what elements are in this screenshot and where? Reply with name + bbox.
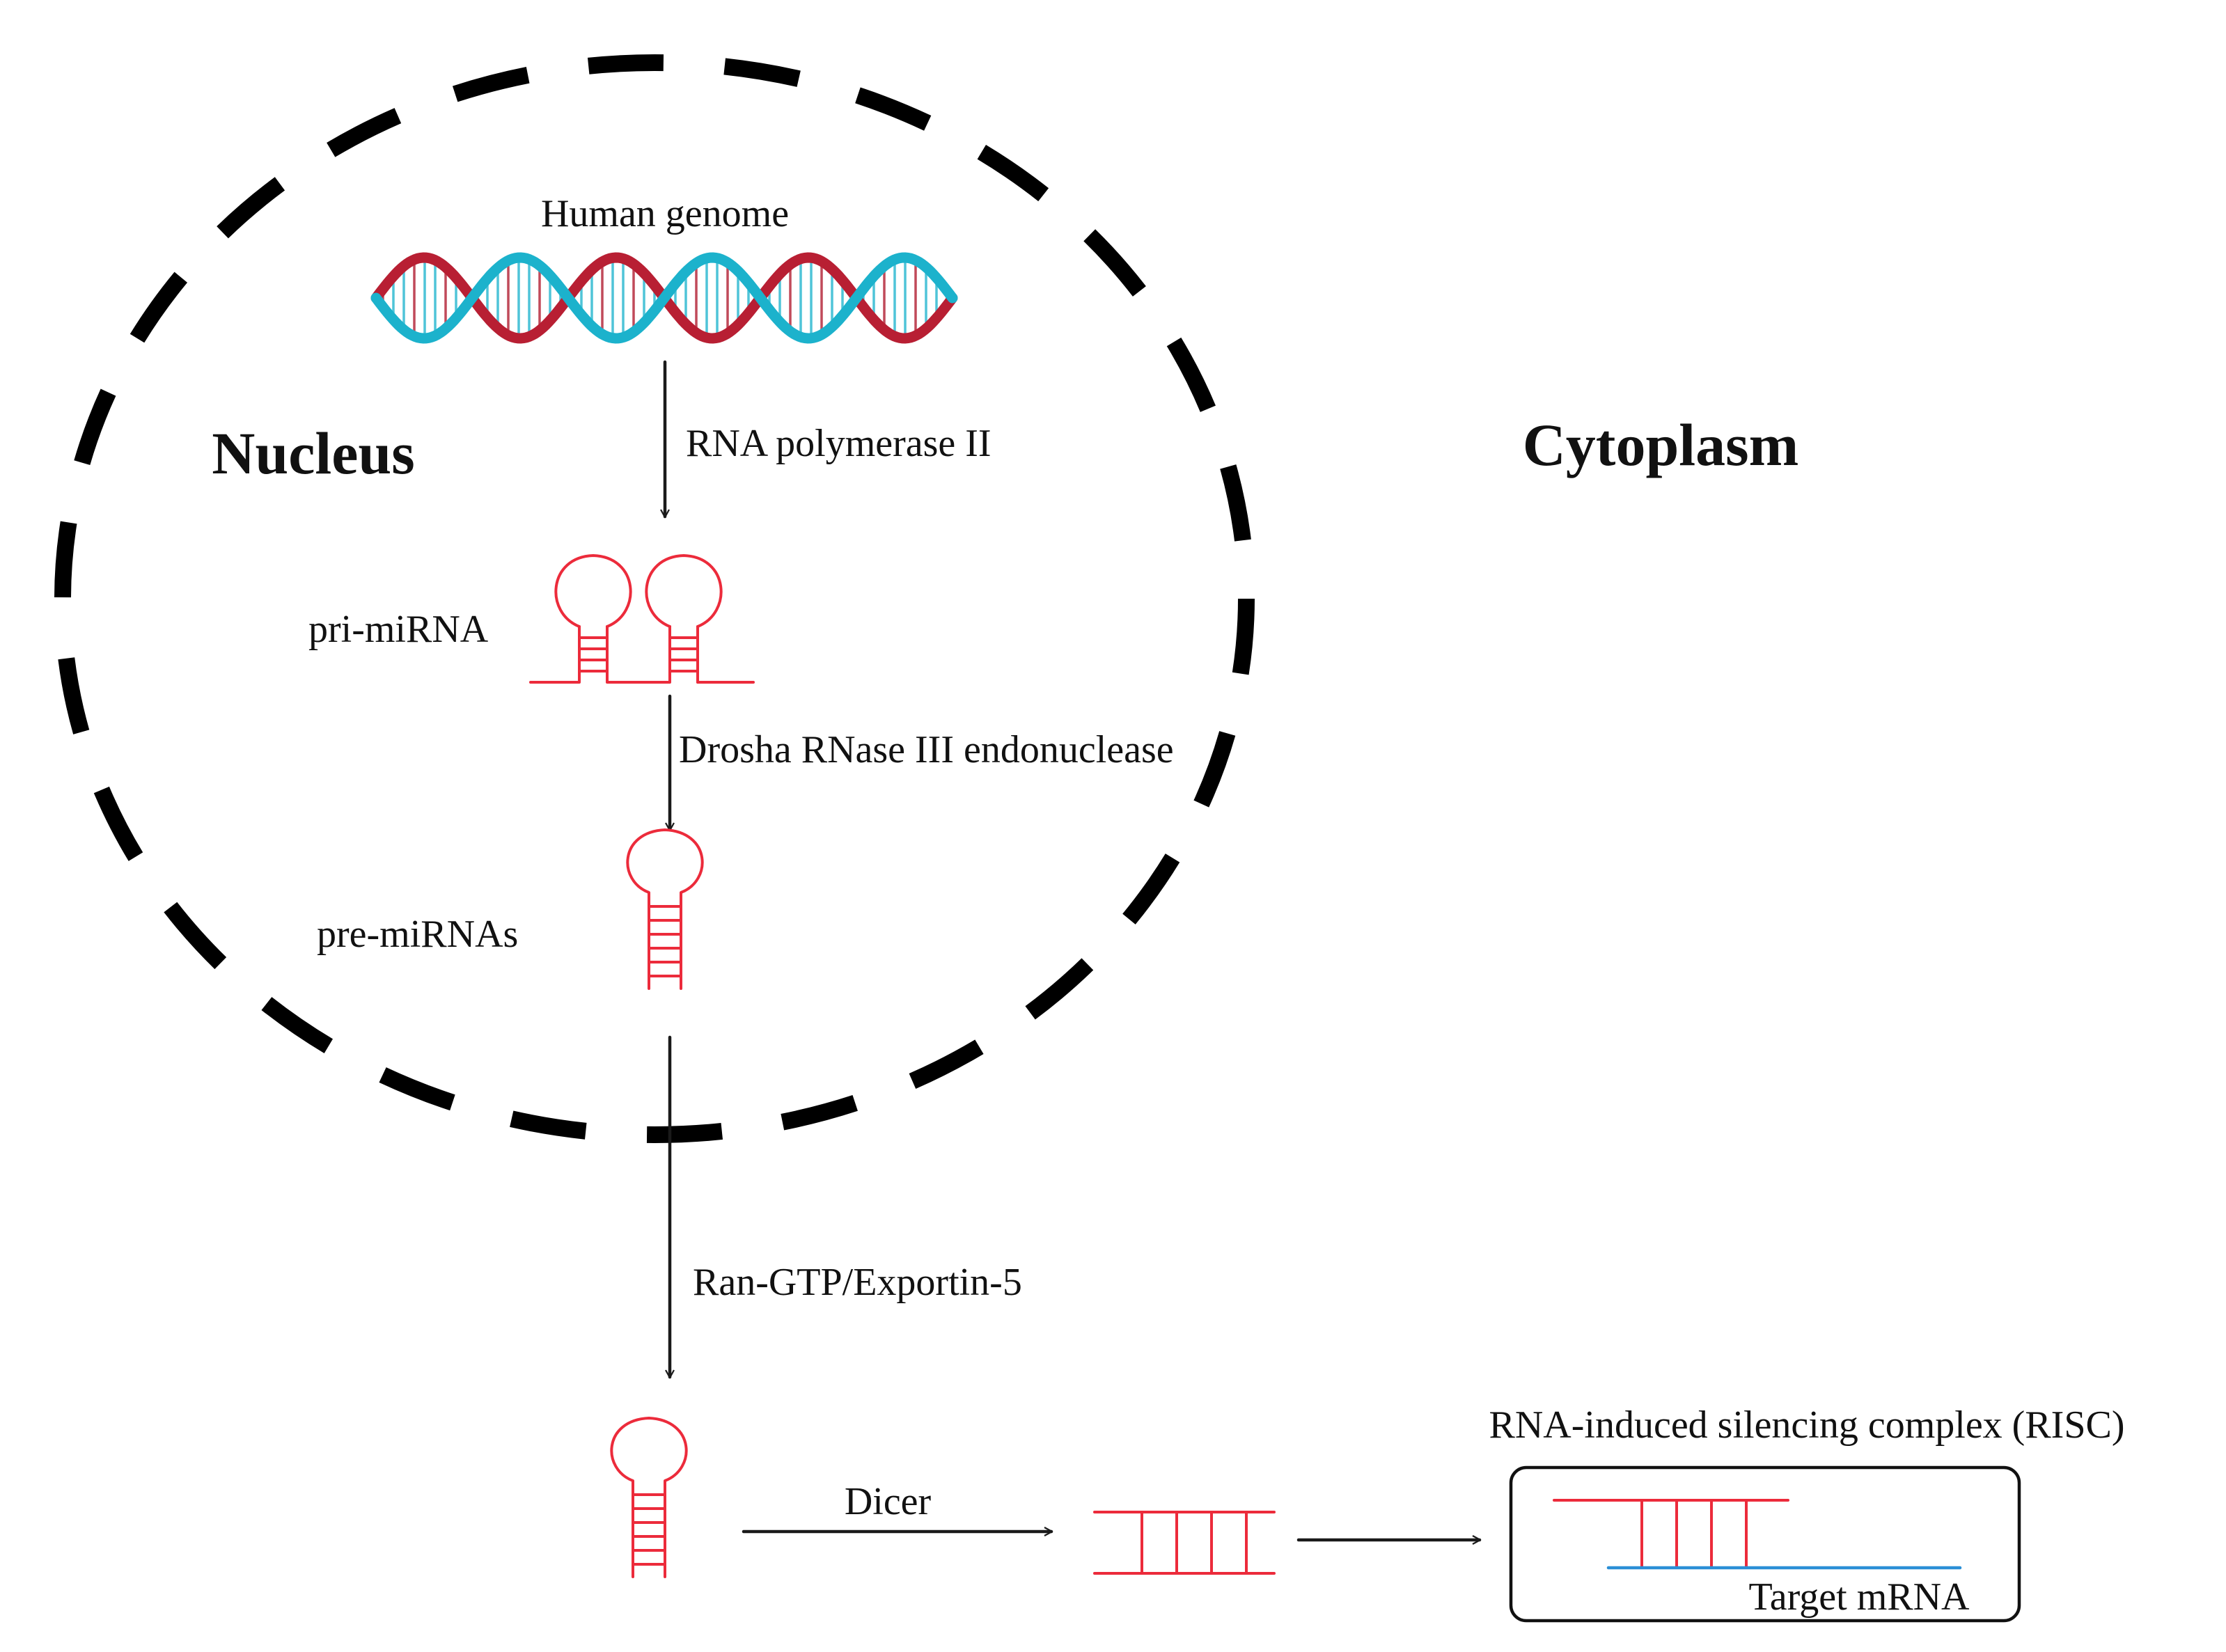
target-mrna-label: Target mRNA — [1749, 1575, 1970, 1619]
nucleus-membrane — [54, 54, 1255, 1143]
mirna-duplex-icon — [1093, 1511, 1276, 1575]
dicer-label: Dicer — [845, 1480, 932, 1523]
risc-label: RNA-induced silencing complex (RISC) — [1489, 1403, 2125, 1447]
dna-strand-cyan — [370, 252, 958, 344]
cytoplasm-label: Cytoplasm — [1523, 411, 1799, 478]
drosha-label: Drosha RNase III endonuclease — [679, 728, 1174, 771]
human-genome-label: Human genome — [541, 192, 789, 235]
pri-mirna-hairpins-icon — [529, 554, 755, 684]
pre-mirnas-label: pre-miRNAs — [317, 913, 518, 956]
pre-mirna-hairpin-icon — [626, 828, 704, 990]
dna-double-helix-icon — [370, 252, 958, 344]
risc-complex-box — [1509, 1465, 2021, 1623]
mirna-target-binding-icon — [1553, 1499, 1962, 1570]
cytoplasmic-pre-mirna-icon — [610, 1417, 688, 1578]
ran-gtp-exportin-label: Ran-GTP/Exportin-5 — [693, 1261, 1022, 1304]
nucleus-label: Nucleus — [212, 420, 414, 487]
pri-mirna-label: pri-miRNA — [308, 608, 489, 651]
rna-polymerase-label: RNA polymerase II — [686, 422, 991, 465]
